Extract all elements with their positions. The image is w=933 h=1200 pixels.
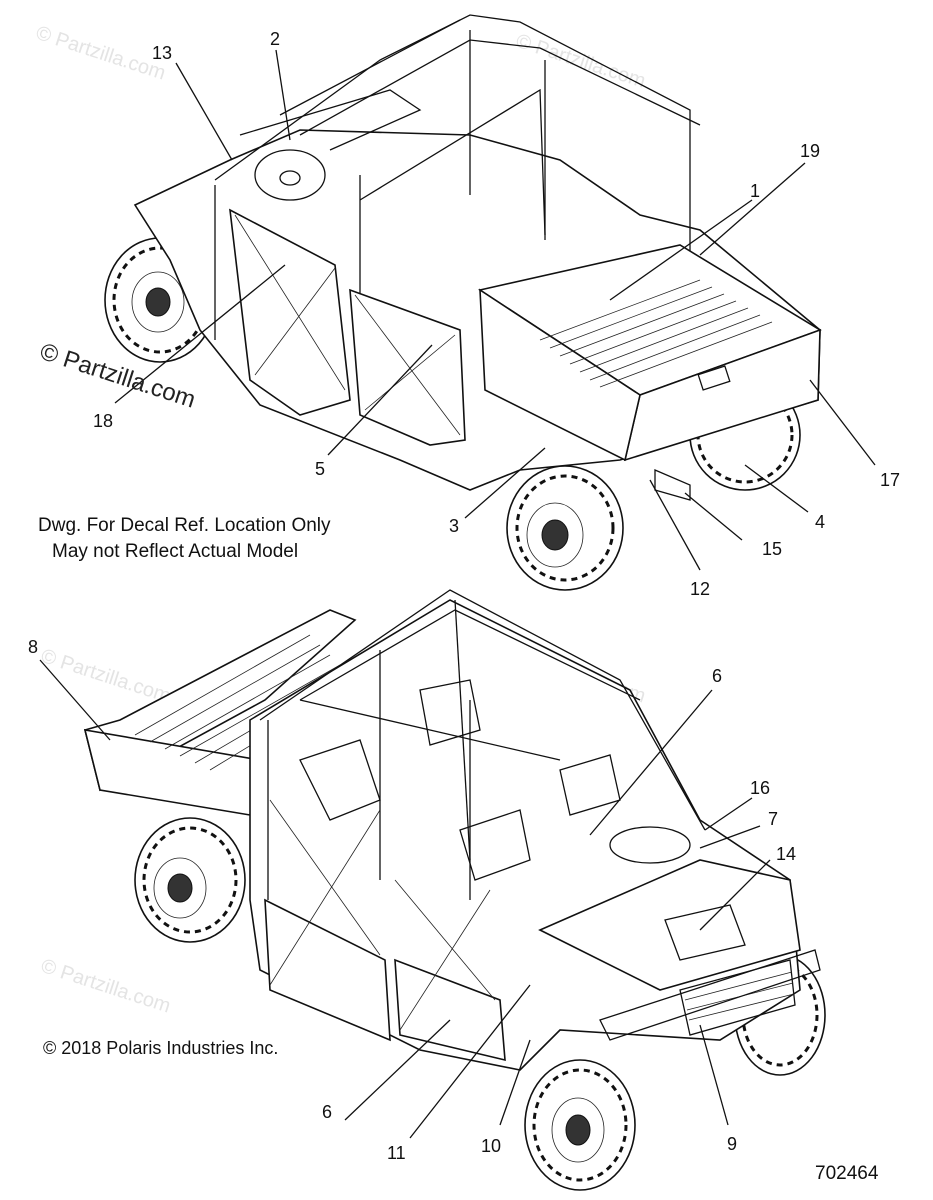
callout-11: 11 (387, 1143, 406, 1163)
callout-17: 17 (880, 470, 901, 490)
drawing-number: 702464 (815, 1163, 879, 1184)
bottom-front-left-wheel (524, 1059, 636, 1191)
callout-6: 6 (712, 666, 723, 686)
callout-8: 8 (28, 637, 39, 657)
top-rear-left-wheel (506, 465, 624, 591)
callout-12: 12 (690, 579, 711, 599)
callout-15: 15 (762, 539, 783, 559)
reference-note-line-2: May not Reflect Actual Model (52, 541, 299, 562)
leader-lines (39, 49, 876, 1139)
callout-2: 2 (270, 29, 281, 49)
reference-note-line-1: Dwg. For Decal Ref. Location Only (38, 515, 331, 536)
callout-16: 16 (750, 778, 771, 798)
callout-7: 7 (768, 809, 779, 829)
bottom-vehicle (83, 589, 826, 1191)
copyright-text: © 2018 Polaris Industries Inc. (43, 1038, 279, 1058)
callout-9: 9 (727, 1134, 738, 1154)
bottom-rear-left-wheel (134, 817, 246, 943)
callout-5: 5 (315, 459, 326, 479)
callout-18: 18 (93, 411, 114, 431)
callout-3: 3 (449, 516, 460, 536)
callout-1: 1 (750, 181, 761, 201)
callout-4: 4 (815, 512, 826, 532)
callout-19: 19 (800, 141, 821, 161)
callout-6: 6 (322, 1102, 333, 1122)
top-vehicle (104, 14, 822, 591)
callout-13: 13 (152, 43, 173, 63)
callout-10: 10 (481, 1136, 502, 1156)
callout-14: 14 (776, 844, 797, 864)
